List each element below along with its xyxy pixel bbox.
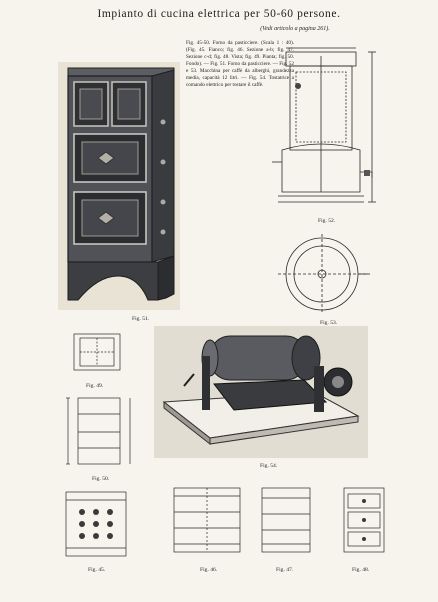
figure-label-53: Fig. 53.: [320, 320, 338, 326]
figure-label-46: Fig. 46.: [200, 567, 218, 573]
figure-label-52: Fig. 52.: [318, 218, 336, 224]
figure-label-45: Fig. 45.: [88, 567, 106, 573]
figure-label-47: Fig. 47.: [276, 567, 294, 573]
oven-plan-drawing: [73, 333, 121, 371]
figure-label-50: Fig. 50.: [92, 476, 110, 482]
figure-caption-text: Fig. 45-50. Forno da pasticciere. (Scala…: [186, 40, 294, 88]
page-subtitle: (Vedi articolo a pagina 261).: [260, 26, 330, 32]
oven-front-view-drawing: [343, 487, 385, 553]
figure-label-48: Fig. 48.: [352, 567, 370, 573]
oven-section-ab-drawing: [173, 487, 241, 553]
oven-side-view-drawing: [65, 491, 127, 557]
oven-illustration: [67, 67, 175, 301]
figure-label-51: Fig. 51.: [132, 316, 150, 322]
figure-label-49: Fig. 49.: [86, 383, 104, 389]
figure-label-54: Fig. 54.: [260, 463, 278, 469]
page-title: Impianto di cucina elettrica per 50-60 p…: [97, 8, 341, 20]
coffee-roaster-illustration: [162, 335, 360, 446]
oven-base-drawing: [66, 397, 131, 465]
coffee-machine-plan-drawing: [278, 234, 370, 314]
oven-section-cd-drawing: [261, 487, 311, 553]
coffee-machine-elevation-drawing: [272, 47, 376, 203]
